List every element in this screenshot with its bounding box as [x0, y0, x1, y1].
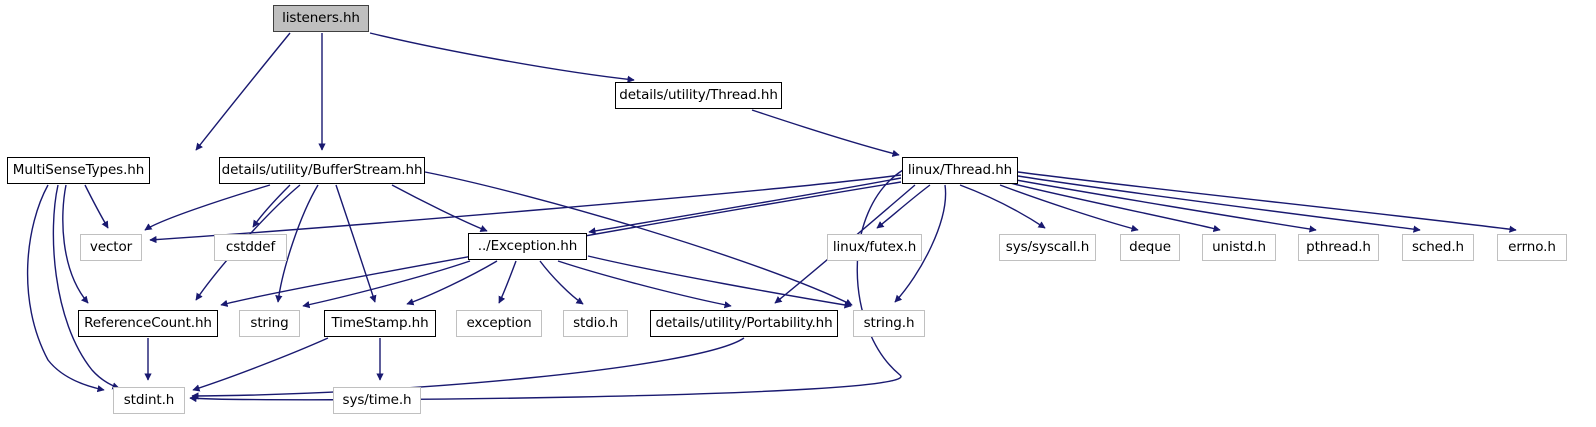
node-exception_hh[interactable]: ../Exception.hh — [468, 233, 587, 260]
node-errno[interactable]: errno.h — [1497, 234, 1567, 261]
node-label: sys/time.h — [342, 392, 412, 408]
edge-exception_hh-to-stdio — [539, 260, 584, 305]
node-label: unistd.h — [1212, 239, 1266, 255]
node-label: MultiSenseTypes.hh — [12, 162, 145, 178]
edge-linuxthread-to-unistd — [1009, 182, 1221, 233]
node-unistd[interactable]: unistd.h — [1202, 234, 1276, 261]
edge-exception_hh-to-exception_sys — [498, 260, 517, 304]
node-linuxthread[interactable]: linux/Thread.hh — [902, 157, 1018, 184]
node-thread_hh[interactable]: details/utility/Thread.hh — [615, 82, 782, 109]
edge-bufferstream-to-string_cc — [275, 184, 319, 303]
node-string_cc[interactable]: string — [239, 310, 300, 337]
node-label: linux/Thread.hh — [907, 162, 1013, 178]
node-label: ReferenceCount.hh — [84, 315, 212, 331]
edge-listeners-to-thread_hh — [369, 32, 635, 83]
node-systime[interactable]: sys/time.h — [333, 387, 421, 414]
node-label: pthread.h — [1306, 239, 1371, 255]
node-timestamp[interactable]: TimeStamp.hh — [324, 310, 436, 337]
node-pthread[interactable]: pthread.h — [1298, 234, 1379, 261]
edge-thread_hh-to-linuxthread — [751, 109, 900, 157]
node-mstypes[interactable]: MultiSenseTypes.hh — [7, 157, 150, 184]
edge-timestamp-to-stdint — [192, 337, 329, 392]
node-stdint[interactable]: stdint.h — [113, 387, 185, 414]
node-futex[interactable]: linux/futex.h — [827, 234, 922, 261]
node-portability[interactable]: details/utility/Portability.hh — [650, 310, 838, 337]
edge-mstypes-to-stdint — [26, 184, 105, 393]
edge-linuxthread-to-string_h — [894, 184, 947, 303]
edge-exception_hh-to-portability — [557, 260, 732, 309]
node-label: deque — [1129, 239, 1171, 255]
edge-exception_hh-to-string_h — [587, 255, 852, 309]
edge-listeners-to-mstypes — [195, 32, 291, 151]
edge-linuxthread-to-vector — [149, 174, 902, 244]
edge-portability-to-stdint — [191, 337, 745, 400]
node-label: listeners.hh — [282, 10, 360, 26]
node-label: vector — [89, 239, 133, 255]
edge-bufferstream-to-vector — [144, 184, 271, 231]
node-refcount[interactable]: ReferenceCount.hh — [78, 310, 218, 337]
node-listeners[interactable]: listeners.hh — [273, 5, 369, 32]
node-label: TimeStamp.hh — [331, 315, 429, 331]
node-deque[interactable]: deque — [1120, 234, 1180, 261]
node-label: details/utility/BufferStream.hh — [221, 162, 423, 178]
node-label: ../Exception.hh — [477, 238, 578, 254]
edge-exception_hh-to-string_cc — [302, 260, 471, 309]
node-bufferstream[interactable]: details/utility/BufferStream.hh — [219, 157, 425, 184]
edge-linuxthread-to-pthread — [1015, 179, 1317, 233]
edge-bufferstream-to-cstddef — [252, 184, 291, 228]
node-label: details/utility/Thread.hh — [619, 87, 778, 103]
edge-linuxthread-to-stdint — [189, 169, 904, 403]
node-vector[interactable]: vector — [80, 234, 142, 261]
node-syscall[interactable]: sys/syscall.h — [999, 234, 1096, 261]
node-stdio[interactable]: stdio.h — [563, 310, 628, 337]
node-label: errno.h — [1508, 239, 1556, 255]
edge-exception_hh-to-timestamp — [406, 260, 498, 306]
node-label: stdint.h — [123, 392, 175, 408]
node-label: exception — [466, 315, 532, 331]
node-label: string — [250, 315, 289, 331]
node-label: sys/syscall.h — [1005, 239, 1090, 255]
node-label: string.h — [863, 315, 915, 331]
edge-linuxthread-to-syscall — [959, 184, 1046, 229]
edge-linuxthread-to-sched — [1017, 175, 1421, 233]
node-label: details/utility/Portability.hh — [655, 315, 833, 331]
edge-mstypes-to-refcount — [62, 184, 89, 304]
node-label: cstddef — [225, 239, 276, 255]
node-exception_sys[interactable]: exception — [456, 310, 542, 337]
edge-linuxthread-to-errno — [1017, 171, 1517, 233]
edge-linuxthread-to-futex — [876, 184, 931, 229]
edge-mstypes-to-vector — [84, 184, 109, 229]
node-label: stdio.h — [573, 315, 618, 331]
node-label: sched.h — [1411, 239, 1465, 255]
node-string_h[interactable]: string.h — [853, 310, 925, 337]
edge-bufferstream-to-timestamp — [335, 184, 377, 303]
edge-linuxthread-to-deque — [999, 184, 1139, 232]
edge-bufferstream-to-string_h — [424, 171, 853, 306]
edge-mstypes-to-stdint — [52, 184, 120, 390]
node-label: linux/futex.h — [832, 239, 917, 255]
node-cstddef[interactable]: cstddef — [214, 234, 287, 261]
node-sched[interactable]: sched.h — [1402, 234, 1474, 261]
edge-bufferstream-to-exception_hh — [391, 184, 488, 232]
edge-linuxthread-to-exception_hh — [588, 177, 902, 235]
